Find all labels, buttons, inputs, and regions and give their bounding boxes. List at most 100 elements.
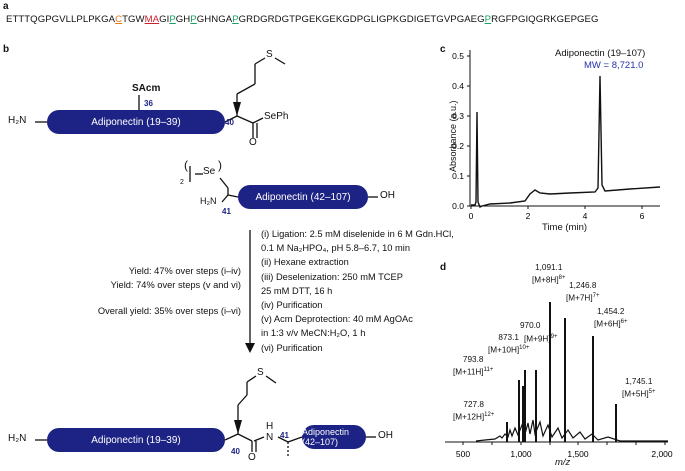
panel-b-letter: b xyxy=(3,44,10,55)
hplc-chart: 0.0 0.1 0.2 0.3 0.4 0.5 0 2 4 6 xyxy=(452,50,661,221)
met-ala-residues: MA xyxy=(144,14,160,25)
ms-peaks xyxy=(506,302,617,442)
residue-41: 41 xyxy=(222,207,231,216)
peak-ion: [M+10H]10+ xyxy=(488,343,529,356)
peak-ion-text: [M+7H] xyxy=(566,293,593,303)
peak-charge: 11+ xyxy=(483,367,494,373)
peak-label-1745: 1,745.1[M+5H]5+ xyxy=(622,376,655,400)
peak-charge: 12+ xyxy=(484,412,495,418)
condition-line: 25 mM DTT, 16 h xyxy=(261,285,333,296)
peak-label-727: 727.8 [M+12H]12+ xyxy=(453,399,494,423)
pro-residue: P xyxy=(232,14,239,25)
peak-ion-text: [M+10H] xyxy=(488,345,520,355)
scheme-bonds xyxy=(35,57,378,458)
sacm-label: SAcm xyxy=(132,83,161,94)
peak-ion: [M+11H]11+ xyxy=(453,365,493,378)
peak-ion-text: [M+9H] xyxy=(524,334,551,344)
peak-mz: 727.8 xyxy=(463,400,484,409)
residue-40: 40 xyxy=(225,118,234,127)
seq-part: RGFPGIQGRKGEPGEG xyxy=(491,14,599,25)
chart-c-xlabel: Time (min) xyxy=(542,222,588,233)
condition-line: (i) Ligation: 2.5 mM diselenide in 6 M G… xyxy=(261,229,454,239)
y-tick-label: 0.4 xyxy=(452,81,464,91)
peak-mz: 1,745.1 xyxy=(625,377,653,386)
dimer-subscript: 2 xyxy=(180,179,184,186)
x-tick-label: 2,000 xyxy=(651,449,673,459)
peak-mz: 1,246.8 xyxy=(569,281,597,290)
y-tick-label: 0.2 xyxy=(452,141,464,151)
peak-charge: 5+ xyxy=(648,389,656,395)
condition-line: (v) Acm Deprotection: 40 mM AgOAc xyxy=(261,314,413,325)
amide-h: H xyxy=(266,421,274,432)
seq-part: GRDGRDGTPGEKGEKGDPGLIGPKGDIGETGVPGAEG xyxy=(238,14,485,25)
pro-residue: P xyxy=(190,14,197,25)
seph-label: SePh xyxy=(264,111,289,122)
peak-label-793: 793.8[M+11H]11+ xyxy=(453,354,493,378)
x-tick-label: 4 xyxy=(583,211,588,221)
arrow-head xyxy=(245,343,255,353)
pro-residue: P xyxy=(484,14,492,25)
ms-spectrum: 500 1,000 1,500 2,000 xyxy=(445,302,673,459)
chart-d-xlabel: m/z xyxy=(555,457,571,468)
seq-part: TGW xyxy=(122,14,145,25)
fragment-42-107-bottom: Adiponectin (42–107) xyxy=(302,425,366,449)
residue-41-bottom: 41 xyxy=(280,431,289,440)
x-tick-label: 0 xyxy=(469,211,474,221)
h2n-bottom: H₂N xyxy=(8,433,27,444)
condition-line: (vi) Purification xyxy=(261,342,323,353)
peak-charge: 10+ xyxy=(519,345,530,351)
peak-charge: 8+ xyxy=(558,275,566,281)
condition-line: 0.1 M Na₂HPO₄, pH 5.8–6.7, 10 min xyxy=(261,243,410,254)
fragment-42-107-mid: Adiponectin (42–107) xyxy=(238,185,368,209)
x-tick-label: 1,500 xyxy=(567,449,589,459)
yield-2: Yield: 74% over steps (v and vi) xyxy=(110,280,241,290)
sulfur-atom: S xyxy=(266,49,273,60)
peak-ion: [M+5H]5+ xyxy=(622,387,655,400)
peak-label-970: 970.0 xyxy=(520,320,541,331)
x-tick-label: 2 xyxy=(526,211,531,221)
seq-part: GHNGA xyxy=(196,14,233,25)
oh-bottom: OH xyxy=(378,430,393,441)
x-tick-label: 1,000 xyxy=(510,449,532,459)
peak-charge: 6+ xyxy=(620,319,628,325)
peak-ion-text: [M+12H] xyxy=(453,412,485,422)
pro-residue: P xyxy=(169,14,176,25)
peak-label-1454: 1,454.2[M+6H]6+ xyxy=(594,306,627,330)
reaction-conditions: (i) Ligation: 2.5 mM diselenide in 6 M G… xyxy=(261,227,454,355)
y-tick-label: 0.5 xyxy=(452,51,464,61)
seq-part: GI xyxy=(159,14,170,25)
sequence-line: ETTTQGPGVLLPLPKGACTGWMAGIPGHPGHNGAPGRDGR… xyxy=(6,14,599,25)
peak-ion-text: [M+5H] xyxy=(622,389,649,399)
y-tick-label: 0.0 xyxy=(452,201,464,211)
sulfur-atom: S xyxy=(257,367,264,378)
peak-ion-text: [M+6H] xyxy=(594,319,621,329)
yield-1: Yield: 47% over steps (i–iv) xyxy=(128,266,241,276)
peak-ion-text: [M+8H] xyxy=(532,275,559,285)
oh-mid: OH xyxy=(380,190,395,201)
residue-36: 36 xyxy=(144,99,153,108)
peak-ion: [M+8H]8+ xyxy=(532,273,565,286)
h2n-top: H₂N xyxy=(8,115,27,126)
condition-line: (ii) Hexane extraction xyxy=(261,257,349,268)
peak-ion: [M+6H]6+ xyxy=(594,317,627,330)
peak-charge: 7+ xyxy=(592,293,600,299)
oxygen-atom: O xyxy=(249,137,257,148)
cys-residue: C xyxy=(115,14,123,25)
condition-line: (iv) Purification xyxy=(261,300,323,311)
amide-n: N xyxy=(266,432,274,443)
peak-ion-text: [M+11H] xyxy=(453,367,484,377)
condition-line: (iii) Deselenization: 250 mM TCEP xyxy=(261,271,403,282)
seq-part: GH xyxy=(175,14,191,25)
y-tick-label: 0.3 xyxy=(452,111,464,121)
y-ticks xyxy=(467,55,470,207)
y-tick-label: 0.1 xyxy=(452,171,464,181)
panel-c-letter: c xyxy=(440,44,446,55)
peak-label-970-ion-text: [M+9H]9+ xyxy=(524,332,557,345)
x-tick-label: 6 xyxy=(640,211,645,221)
h2n-mid: H₂N xyxy=(200,196,217,206)
bracket-close: ) xyxy=(218,158,222,172)
amide-o: O xyxy=(248,452,256,463)
wedge-bond xyxy=(234,420,242,434)
peak-mz: 873.1 xyxy=(498,333,519,342)
fragment-19-39-bottom: Adiponectin (19–39) xyxy=(47,428,225,452)
